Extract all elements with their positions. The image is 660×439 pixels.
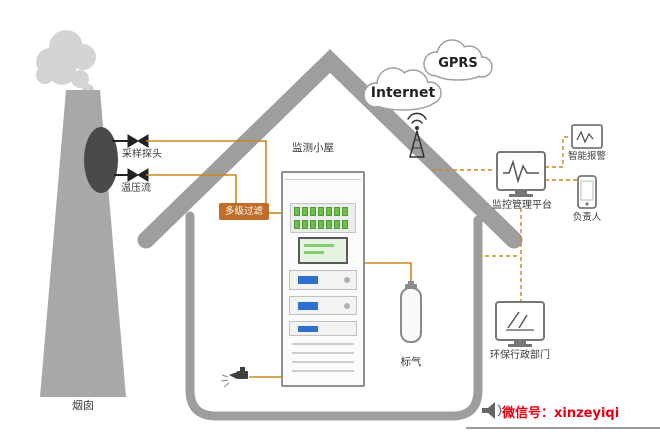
gas-cylinder-icon [400,281,422,343]
shed-label: 监测小屋 [292,142,334,154]
cabinet-vents [292,343,354,377]
cabinet-seam [285,179,361,180]
smoke-cloud-icon [36,30,96,100]
signal-dashed-lines [432,136,588,301]
wechat-id-text: 微信号：xinzeyiqi [502,406,620,421]
module-lcd [298,276,318,284]
sample-pipe-lines [146,140,412,378]
analyzer-module [289,296,357,315]
epa-monitor-icon [495,301,545,347]
platform-monitor-icon [496,151,546,197]
cabinet-display-screen [298,237,348,264]
house-walls [185,211,483,421]
cabinet-indicator-panel [290,203,356,233]
probe-label: 采样探头 [122,149,162,160]
tpf-label: 温压流 [121,183,151,194]
antenna-icon [407,112,427,158]
person-label: 负责人 [572,212,602,223]
gprs-label: GPRS [438,56,478,71]
drain-valve-icon [220,367,248,388]
analyzer-module [289,321,357,336]
module-knob [344,277,350,283]
module-knob [344,303,350,309]
phone-icon [577,175,597,209]
gprs-cloud [423,39,493,81]
temp-pressure-flow-probe-icon [114,168,149,182]
module-lcd [298,326,318,332]
chimney-label: 烟囱 [72,399,94,412]
house-roof [137,49,523,249]
footer-divider [466,427,660,429]
epa-label: 环保行政部门 [490,350,550,361]
sampling-probe-icon [112,134,149,148]
analyzer-module [289,270,357,290]
internet-label: Internet [370,85,436,101]
megaphone-icon [482,402,502,419]
filter-box: 多级过滤 [219,203,269,220]
module-lcd [298,302,318,310]
alarm-device-icon [571,124,603,149]
alarm-label: 智能报警 [567,151,606,162]
gas-label: 标气 [400,356,422,368]
analyzer-cabinet [281,171,365,387]
chimney-icon [40,90,126,397]
platform-label: 监控管理平台 [492,200,552,211]
internet-cloud [363,67,442,111]
